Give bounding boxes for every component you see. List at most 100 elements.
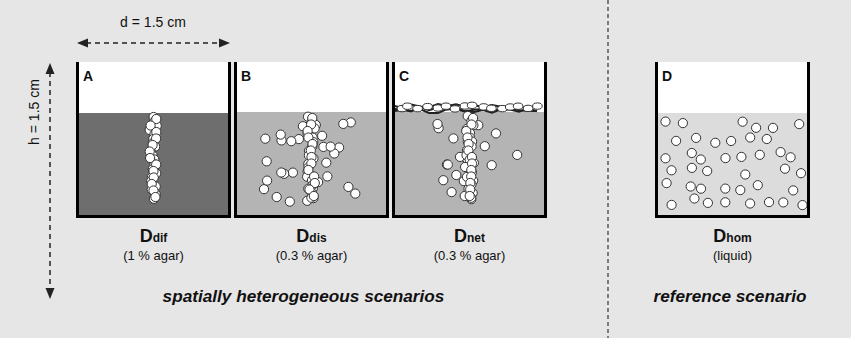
bead — [736, 186, 745, 195]
bead — [661, 117, 670, 126]
network-bead — [403, 103, 413, 109]
bead — [667, 200, 676, 209]
bead — [288, 168, 297, 177]
bead — [672, 136, 681, 145]
bead — [764, 198, 773, 207]
beaker-drawing — [655, 62, 810, 218]
bead — [768, 123, 777, 132]
bead — [762, 134, 771, 143]
bead — [696, 184, 705, 193]
scenario-panel: reference scenarioDDhom(liquid) — [609, 0, 851, 338]
arrow-head — [46, 63, 55, 74]
bead — [752, 123, 761, 132]
bead — [439, 176, 448, 185]
beaker-inside — [78, 62, 230, 217]
bead — [452, 170, 461, 179]
network-bead — [533, 103, 543, 109]
beaker-wall — [394, 62, 546, 217]
medium-condition: (0.3 % agar) — [372, 248, 567, 264]
dimension-line — [86, 42, 221, 44]
bead — [738, 117, 747, 126]
bead — [779, 198, 788, 207]
panel-caption: spatially heterogeneous scenarios — [0, 286, 607, 307]
bead — [741, 170, 750, 179]
dimension-line — [49, 72, 51, 290]
bead — [263, 176, 272, 185]
panel-letter: B — [241, 68, 251, 84]
bead — [491, 129, 500, 138]
scenario-name: Dnet — [372, 226, 567, 248]
bead — [746, 133, 755, 142]
beaker-drawing — [76, 62, 231, 218]
bead — [480, 142, 489, 151]
beaker-wall — [78, 62, 230, 217]
bead — [776, 148, 785, 157]
bead — [465, 191, 474, 200]
bead — [796, 169, 805, 178]
beaker-wall — [236, 62, 388, 217]
bead — [662, 179, 671, 188]
medium-condition: (liquid) — [635, 248, 830, 264]
bead — [789, 186, 798, 195]
bead — [703, 166, 712, 175]
network-bead — [450, 106, 460, 112]
bead — [786, 153, 795, 162]
network-bead — [467, 102, 477, 108]
vessel-label: Dnet(0.3 % agar) — [372, 226, 567, 264]
panel-letter: A — [83, 68, 93, 84]
network-bead — [413, 105, 423, 111]
scenario-panel: spatially heterogeneous scenariosADdif(1… — [0, 0, 607, 338]
bead — [272, 192, 281, 201]
bead — [151, 192, 160, 201]
arrow-head — [46, 288, 55, 299]
vessel-label: Dhom(liquid) — [635, 226, 830, 264]
bead — [442, 160, 451, 169]
culture-vessel: CDnet(0.3 % agar) — [392, 62, 547, 218]
medium-condition: (0.3 % agar) — [214, 248, 409, 264]
bead — [262, 157, 271, 166]
vessel-label: Ddis(0.3 % agar) — [214, 226, 409, 264]
beaker-inside — [236, 62, 388, 217]
bead — [721, 198, 730, 207]
bead — [513, 150, 522, 159]
bead — [780, 164, 789, 173]
bead — [798, 201, 807, 210]
bead — [285, 197, 294, 206]
bead — [711, 138, 720, 147]
bead — [261, 134, 270, 143]
beaker-inside — [657, 62, 809, 217]
bead — [687, 148, 696, 157]
bead — [447, 188, 456, 197]
bead — [746, 199, 755, 208]
panel-caption: reference scenario — [609, 286, 851, 307]
medium-fill — [78, 113, 230, 217]
vessel-label: Ddif(1 % agar) — [56, 226, 251, 264]
culture-vessel: DDhom(liquid) — [655, 62, 810, 218]
bead — [692, 133, 701, 142]
panel-letter: C — [399, 68, 409, 84]
panel-letter: D — [662, 68, 672, 84]
beaker-drawing — [392, 62, 547, 218]
network-bead — [513, 103, 523, 109]
bead — [721, 184, 730, 193]
dimension-label: h = 1.5 cm — [26, 79, 42, 145]
beaker-inside — [394, 62, 546, 217]
bead — [433, 119, 442, 128]
arrow-head — [77, 39, 88, 48]
beaker-drawing — [234, 62, 389, 218]
bead — [449, 134, 458, 143]
bead — [667, 166, 676, 175]
arrow-head — [219, 39, 230, 48]
bead — [487, 161, 496, 170]
culture-vessel: BDdis(0.3 % agar) — [234, 62, 389, 218]
bead — [287, 137, 296, 146]
panel-divider — [607, 0, 608, 338]
bead — [661, 154, 670, 163]
bead — [696, 155, 705, 164]
bead — [323, 172, 332, 181]
bead — [753, 181, 762, 190]
culture-vessel: ADdif(1 % agar) — [76, 62, 231, 218]
bead — [259, 185, 268, 194]
dimension-label: d = 1.5 cm — [120, 14, 186, 30]
